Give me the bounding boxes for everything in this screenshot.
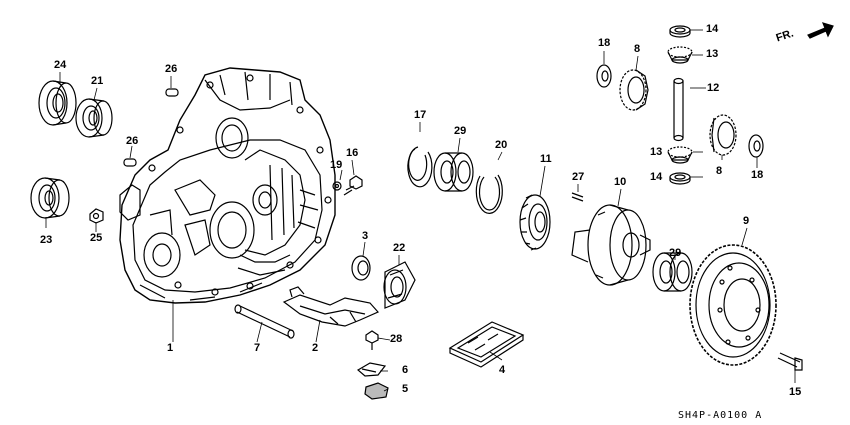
callout-22: 22 bbox=[393, 242, 406, 254]
diagram-code: SH4P-A0100 A bbox=[678, 410, 763, 421]
callout-25: 25 bbox=[90, 232, 103, 244]
washer-18-upper bbox=[596, 64, 612, 88]
bolt-15 bbox=[777, 352, 803, 371]
plate-4 bbox=[448, 321, 525, 368]
leader-lines bbox=[45, 29, 796, 392]
bearing-22 bbox=[383, 261, 416, 309]
side-gear-8-lower bbox=[709, 114, 737, 156]
bolt-16 bbox=[343, 175, 363, 196]
callout-9: 9 bbox=[743, 215, 750, 227]
clip-6 bbox=[356, 362, 387, 377]
callout-10: 10 bbox=[614, 176, 627, 188]
callout-11: 11 bbox=[540, 153, 552, 165]
callout-16: 16 bbox=[346, 147, 359, 159]
thrust-washer-14-lower bbox=[669, 172, 691, 185]
callout-26-upper: 26 bbox=[165, 63, 178, 75]
callout-27: 27 bbox=[572, 171, 585, 183]
oil-pipe-7 bbox=[234, 304, 295, 339]
bolt-28 bbox=[365, 330, 379, 350]
callout-14-lower: 14 bbox=[650, 171, 663, 183]
callout-17: 17 bbox=[414, 109, 427, 121]
callout-15: 15 bbox=[789, 386, 802, 398]
callout-4: 4 bbox=[499, 364, 506, 376]
callout-14-upper: 14 bbox=[706, 23, 719, 35]
side-gear-8-upper bbox=[619, 69, 649, 111]
callout-19: 19 bbox=[330, 159, 343, 171]
pin-27 bbox=[571, 192, 584, 202]
snap-ring-17 bbox=[407, 146, 433, 188]
callout-20: 20 bbox=[495, 139, 508, 151]
oil-seal-23 bbox=[30, 177, 70, 219]
plate-5 bbox=[364, 382, 389, 400]
differential-case-10 bbox=[571, 204, 651, 286]
bolt-25 bbox=[89, 208, 104, 224]
callout-18-lower: 18 bbox=[751, 169, 764, 181]
oil-strainer-2 bbox=[282, 286, 379, 327]
callout-13-upper: 13 bbox=[706, 48, 719, 60]
callout-21: 21 bbox=[91, 75, 104, 87]
snap-ring-20 bbox=[475, 174, 503, 214]
callout-23: 23 bbox=[40, 234, 53, 246]
callout-8-lower: 8 bbox=[716, 165, 723, 177]
transmission-case bbox=[119, 67, 336, 304]
final-driven-gear-9 bbox=[689, 244, 777, 366]
callout-12: 12 bbox=[707, 82, 720, 94]
parking-gear-11 bbox=[519, 194, 551, 251]
pinion-gear-13-lower bbox=[667, 146, 693, 164]
dowel-pin-26-lower bbox=[123, 158, 137, 167]
washer-18-lower bbox=[748, 134, 764, 158]
callout-6: 6 bbox=[402, 364, 409, 376]
magnet-3 bbox=[351, 255, 371, 281]
callout-3: 3 bbox=[362, 230, 369, 242]
callout-5: 5 bbox=[402, 383, 409, 395]
callout-1: 1 bbox=[167, 342, 174, 354]
oil-seal-21 bbox=[75, 98, 113, 138]
callout-13-lower: 13 bbox=[650, 146, 663, 158]
dowel-pin-26-upper bbox=[165, 88, 179, 97]
bearing-29-upper bbox=[433, 152, 474, 192]
callout-18-upper: 18 bbox=[598, 37, 611, 49]
callout-28: 28 bbox=[390, 333, 403, 345]
callout-8-upper: 8 bbox=[634, 43, 641, 55]
callout-7: 7 bbox=[254, 342, 261, 354]
callout-2: 2 bbox=[312, 342, 319, 354]
direction-arrow-icon bbox=[807, 22, 834, 39]
bearing-29-lower bbox=[652, 252, 693, 292]
bolt-19 bbox=[332, 181, 342, 191]
callout-24: 24 bbox=[54, 59, 67, 71]
callout-29-lower: 29 bbox=[669, 247, 682, 259]
pinion-shaft-12 bbox=[673, 77, 684, 142]
thrust-washer-14-upper bbox=[669, 25, 691, 38]
pinion-gear-13-upper bbox=[667, 46, 693, 64]
callout-29-upper: 29 bbox=[454, 125, 467, 137]
oil-seal-24 bbox=[38, 80, 77, 126]
callout-26-lower: 26 bbox=[126, 135, 139, 147]
